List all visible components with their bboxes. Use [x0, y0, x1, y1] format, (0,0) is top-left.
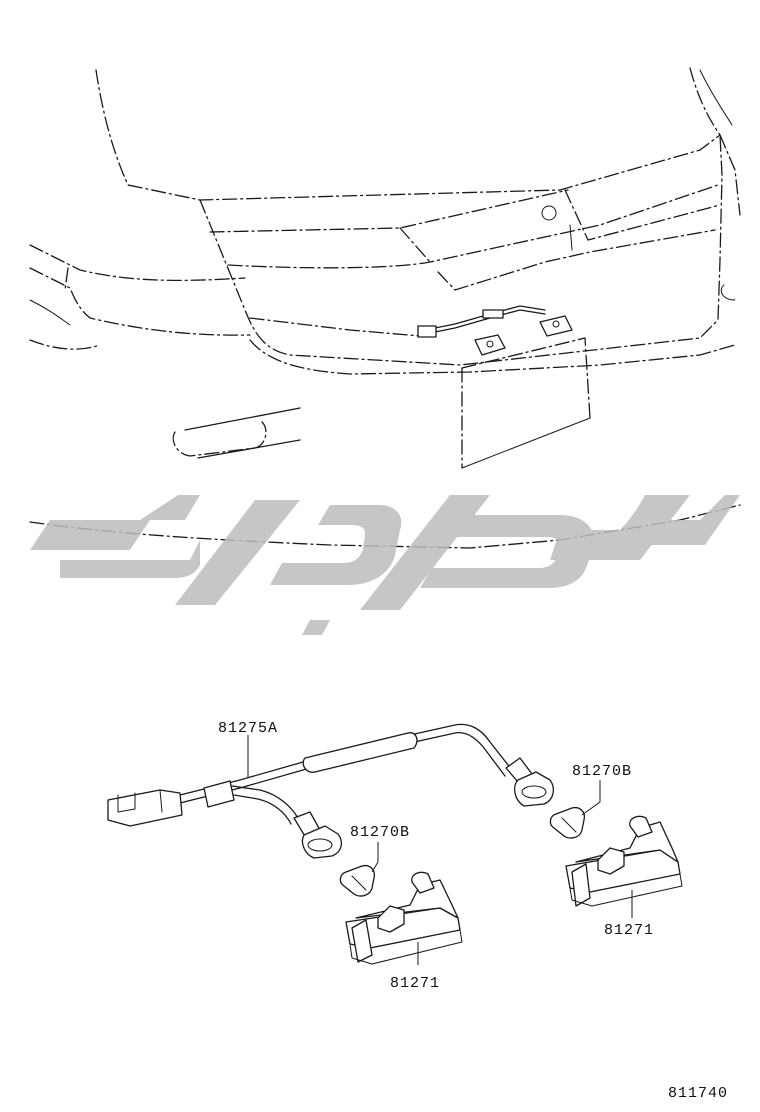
label-lamp-left: 81271 [390, 975, 440, 992]
label-bulb-right: 81270B [572, 763, 632, 780]
label-harness: 81275A [218, 720, 278, 737]
figure-number: 811740 [668, 1085, 728, 1102]
bulb-left [339, 864, 376, 897]
vehicle-rear-outline [29, 67, 741, 549]
lamp-housing-right [565, 815, 683, 907]
label-bulb-left: 81270B [350, 824, 410, 841]
label-lamp-right: 81271 [604, 922, 654, 939]
watermark-logo [30, 495, 740, 635]
wire-harness [107, 723, 555, 859]
lamp-housing-left [345, 871, 463, 965]
bulb-right [549, 806, 586, 839]
leader-lines [247, 735, 633, 965]
